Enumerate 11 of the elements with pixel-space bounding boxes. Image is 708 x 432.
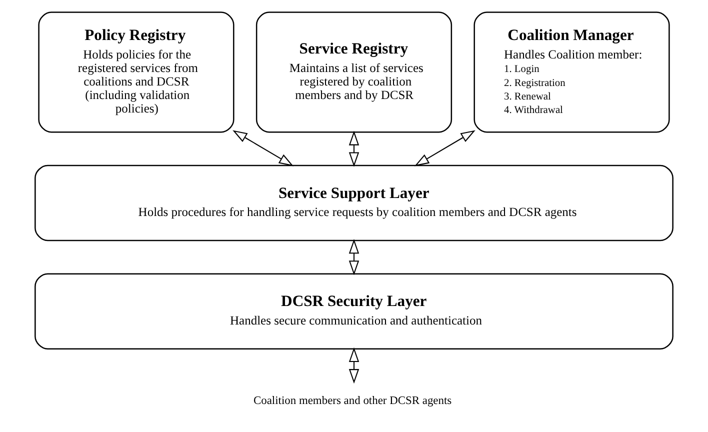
node-box: DCSR Security Layer Handles secure communication and authentication: [34, 273, 674, 350]
arrow: [348, 130, 360, 167]
node-box: Coalition Manager Handles Coalition member: 1. Login 2. Registration 3. Renewal 4. Withdrawal: [474, 12, 670, 133]
arrow: [232, 130, 294, 166]
node-box: Policy Registry Holds policies for the registered services from coalitions and DCSR (including validation policies): [38, 12, 234, 133]
node-box: Service Registry Maintains a list of services registered by coalition members and by DCSR: [256, 12, 452, 133]
arrow: [348, 239, 360, 276]
node-box: Service Support Layer Holds procedures for handling service requests by coalition members and DCSR agents: [34, 164, 674, 242]
node-text: Coalition members and other DCSR agents: [253, 394, 452, 407]
arrow: [348, 347, 360, 384]
arrow: [414, 130, 476, 166]
